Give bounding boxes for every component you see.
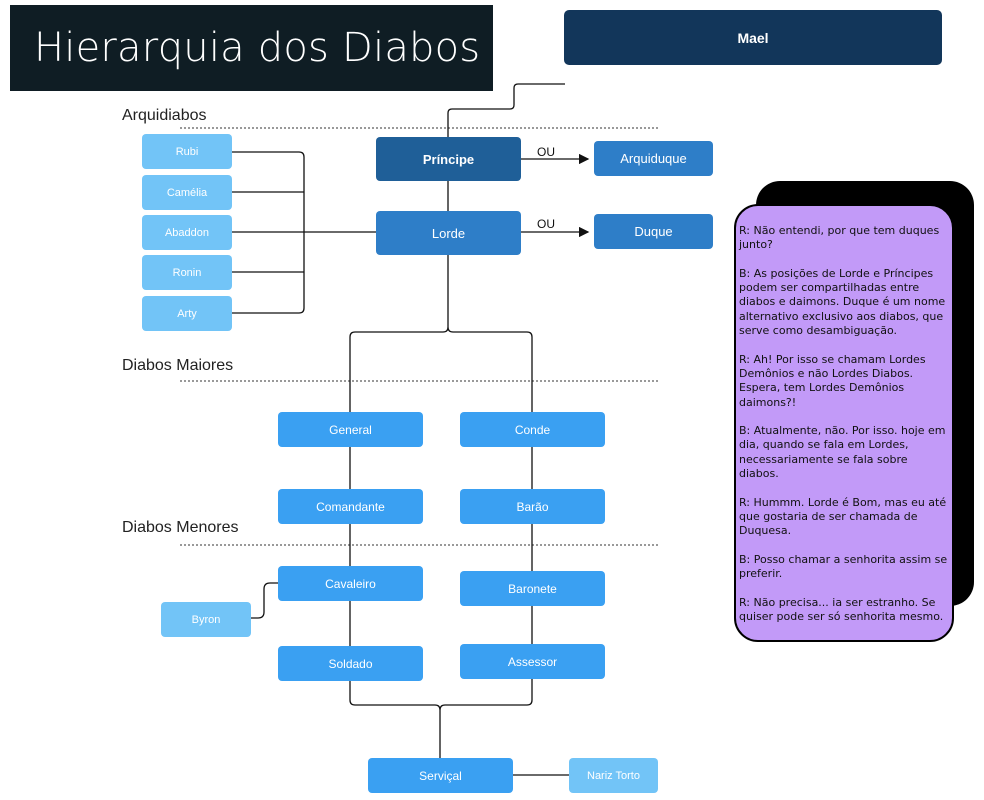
node-rubi: Rubi xyxy=(142,134,232,169)
node-mael: Mael xyxy=(564,10,942,65)
title-banner: Hierarquia dos Diabos xyxy=(10,5,493,91)
line-bottom-merge xyxy=(349,679,533,758)
node-byron: Byron xyxy=(161,602,251,637)
node-ronin: Ronin xyxy=(142,255,232,290)
node-assessor: Assessor xyxy=(460,644,605,679)
section-label-arquidiabos: Arquidiabos xyxy=(122,107,207,124)
node-barao: Barão xyxy=(460,489,605,524)
chat-bubble: R: Não entendi, por que tem duques junto… xyxy=(734,204,954,642)
node-comandante: Comandante xyxy=(278,489,423,524)
bracket-archdevils xyxy=(232,151,376,314)
or-label-lorde: OU xyxy=(537,217,555,231)
node-servical: Serviçal xyxy=(368,758,513,793)
line-mael-principe xyxy=(447,83,565,137)
chat-message: R: Não entendi, por que tem duques junto… xyxy=(739,224,940,252)
line-byron-cavaleiro xyxy=(251,582,278,619)
section-label-menores: Diabos Menores xyxy=(122,519,239,536)
node-conde: Conde xyxy=(460,412,605,447)
chat-message: R: Não precisa... ia ser estranho. Se qu… xyxy=(739,595,944,624)
chat-message: B: As posições de Lorde e Príncipes pode… xyxy=(739,266,946,338)
node-arty: Arty xyxy=(142,296,232,331)
node-arquiduque: Arquiduque xyxy=(594,141,713,176)
node-baronete: Baronete xyxy=(460,571,605,606)
chat-message: R: Ah! Por isso se chamam Lordes Demônio… xyxy=(739,352,926,409)
node-abaddon: Abaddon xyxy=(142,215,232,250)
or-label-principe: OU xyxy=(537,145,555,159)
chat-message: R: Hummm. Lorde é Bom, mas eu até que go… xyxy=(739,495,947,538)
chat-message: B: Posso chamar a senhorita assim se pre… xyxy=(739,552,948,581)
node-duque: Duque xyxy=(594,214,713,249)
node-nariz-torto: Nariz Torto xyxy=(569,758,658,793)
node-lorde: Lorde xyxy=(376,211,521,255)
node-general: General xyxy=(278,412,423,447)
node-soldado: Soldado xyxy=(278,646,423,681)
chat-message: B: Atualmente, não. Por isso. hoje em di… xyxy=(739,424,946,481)
section-label-maiores: Diabos Maiores xyxy=(122,357,234,374)
line-lorde-split xyxy=(349,255,533,412)
node-principe: Príncipe xyxy=(376,137,521,181)
node-cavaleiro: Cavaleiro xyxy=(278,566,423,601)
node-camelia: Camélia xyxy=(142,175,232,210)
page-title: Hierarquia dos Diabos xyxy=(34,25,481,71)
